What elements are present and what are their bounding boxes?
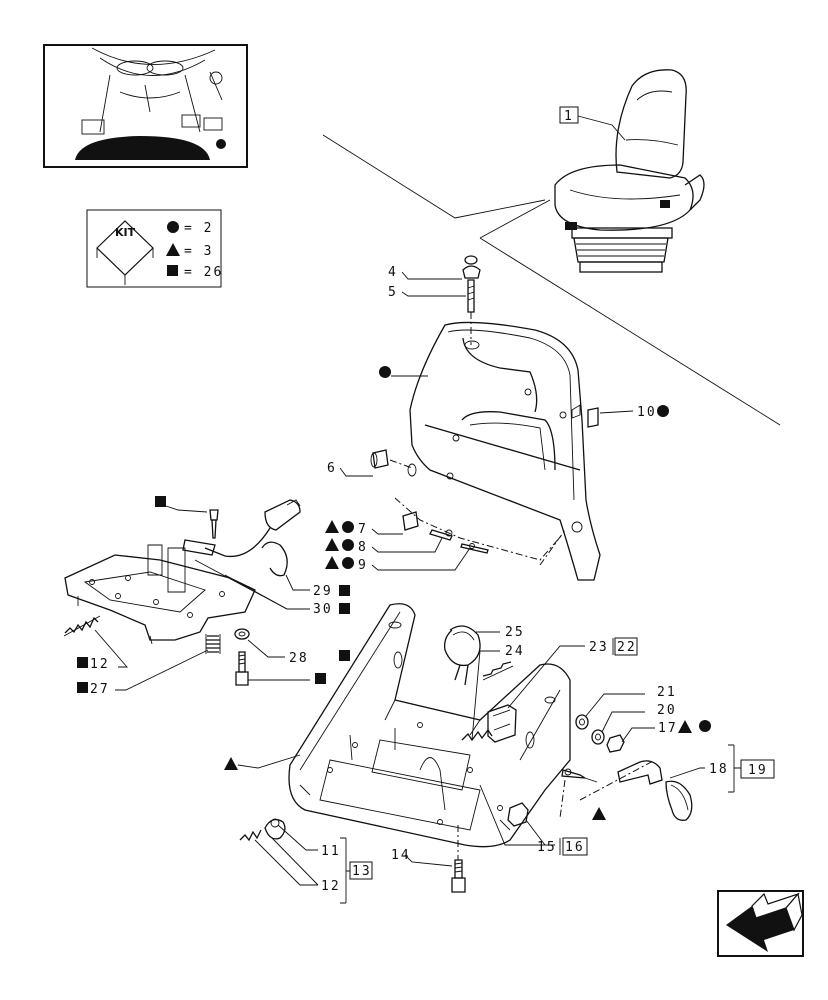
callout-19: 19 [748,763,768,778]
kit-legend: KIT = 2 = 3 = 26 [86,209,223,288]
sensor-bolt-part [209,509,219,539]
callout-25: 25 [505,625,525,640]
callout-23: 23 [589,640,609,655]
callout-28: 28 [289,651,309,666]
callout-14: 14 [391,848,411,863]
callout-30: 30 [313,602,333,617]
square-symbol-icon [339,603,350,614]
sensor-switch-part [182,499,301,577]
bolt-part [235,651,249,686]
seat-assembly-illustration [554,69,705,273]
kit-label: KIT [115,226,136,239]
callout-27: 27 [90,682,110,697]
callout-22: 22 [617,640,637,655]
spring-12-part [63,615,101,637]
bracket-15-part [507,802,529,827]
mounting-plate-part [64,544,256,645]
callout-29: 29 [313,584,333,599]
triangle-symbol-icon [166,243,180,256]
bushing-part [370,449,389,469]
handle-rod-part [561,768,598,783]
callout-box-1 [559,106,579,124]
reference-line [479,237,781,426]
callout-9: 9 [358,558,368,573]
spring-24-part [482,661,514,681]
callout-4: 4 [388,265,398,280]
previous-page-arrow-icon[interactable] [717,890,804,957]
square-symbol-icon [339,585,350,596]
circle-symbol-icon [342,557,354,569]
triangle-symbol-icon [678,720,692,733]
callout-10: 10 [637,405,657,420]
nut-17-part [606,734,625,753]
circle-symbol-icon [379,366,391,378]
circle-symbol-icon [657,405,669,417]
callout-box-22 [614,637,638,656]
callout-18: 18 [709,762,729,777]
lower-seat-base [288,603,571,848]
callout-8: 8 [358,540,368,555]
bracket-part [487,704,517,743]
triangle-symbol-icon [325,520,339,533]
kit-legend-square-count: = 26 [184,265,223,280]
callout-box-13 [349,861,373,880]
circle-symbol-icon [167,221,179,233]
callout-7: 7 [358,522,368,537]
square-symbol-icon [339,650,350,661]
callout-box-16 [562,837,588,856]
adjust-knob-part [462,255,481,313]
washer-20-part [591,729,605,745]
kit-legend-circle-count: = 2 [184,221,213,236]
washer-28-part [234,628,250,640]
callout-5: 5 [388,285,398,300]
square-symbol-icon [315,673,326,684]
callout-20: 20 [657,703,677,718]
upper-seat-frame [409,321,601,581]
callout-box-19 [740,759,775,779]
pin-parts [402,511,489,554]
callout-21: 21 [657,685,677,700]
kit-legend-triangle-count: = 3 [184,244,213,259]
lever-handle-part [617,760,693,821]
kit-cube-icon [96,220,154,285]
circle-symbol-icon [342,521,354,533]
square-symbol-icon [77,657,88,668]
square-symbol-icon [77,682,88,693]
washer-21-part [575,714,589,730]
callout-12-lower: 12 [321,879,341,894]
triangle-symbol-icon [224,757,238,770]
reference-line [322,134,546,219]
spring-clip-part [239,818,286,842]
triangle-symbol-icon [325,538,339,551]
circle-symbol-icon [342,539,354,551]
spring-27-part [205,634,221,654]
callout-1: 1 [564,109,574,124]
callout-13: 13 [352,864,372,879]
square-symbol-icon [167,265,178,276]
reference-line [479,199,551,239]
torsion-spring-part [444,625,481,686]
circle-symbol-icon [699,720,711,732]
bolt-14-part [451,859,466,893]
callout-17: 17 [658,721,678,736]
callout-12: 12 [90,657,110,672]
triangle-symbol-icon [592,807,606,820]
callout-11: 11 [321,844,341,859]
tractor-cab-thumbnail [43,44,248,168]
callout-16: 16 [565,840,585,855]
clip-part [587,407,599,428]
callout-15: 15 [537,840,557,855]
callout-24: 24 [505,644,525,659]
callout-6: 6 [327,461,337,476]
square-symbol-icon [155,496,166,507]
triangle-symbol-icon [325,556,339,569]
